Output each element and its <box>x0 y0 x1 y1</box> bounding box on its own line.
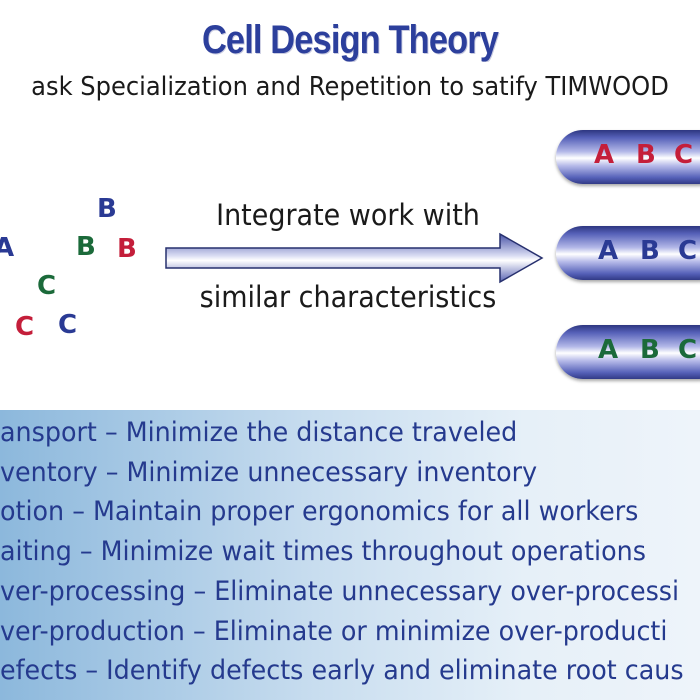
scattered-letter-b-2: B <box>76 232 96 262</box>
waste-item-over-processing: ver-processing – Eliminate unnecessary o… <box>0 576 680 607</box>
arrow-label-bottom: similar characteristics <box>199 280 497 314</box>
cell-1-letter-c: C <box>674 140 694 170</box>
cell-3-letter-b: B <box>640 335 660 365</box>
cell-3-letter-c: C <box>678 335 698 365</box>
scattered-letter-c-3: C <box>58 310 78 340</box>
waste-item-defects: efects – Identify defects early and elim… <box>0 655 684 686</box>
cell-pill-2: A B C <box>556 226 700 280</box>
cell-pill-1: A B C <box>556 130 700 184</box>
page-subtitle: ask Specialization and Repetition to sat… <box>31 72 669 102</box>
waste-item-transport: ansport – Minimize the distance traveled <box>0 417 518 448</box>
timwood-panel: ansport – Minimize the distance traveled… <box>0 410 700 700</box>
integrate-arrow <box>165 232 544 284</box>
waste-item-motion: otion – Maintain proper ergonomics for a… <box>0 496 639 527</box>
scattered-letter-c-1: C <box>37 271 57 301</box>
cell-3-letter-a: A <box>598 335 619 365</box>
cell-pill-3: A B C <box>556 325 700 379</box>
arrow-label-top: Integrate work with <box>216 198 480 232</box>
scattered-letter-a: A <box>0 233 15 263</box>
cell-2-letter-b: B <box>640 236 660 266</box>
cell-2-letter-c: C <box>678 236 698 266</box>
waste-item-over-production: ver-production – Eliminate or minimize o… <box>0 616 668 647</box>
page-title: Cell Design Theory <box>201 18 499 62</box>
waste-item-inventory: ventory – Minimize unnecessary inventory <box>0 457 538 488</box>
scattered-letter-b-1: B <box>97 194 117 224</box>
waste-item-waiting: aiting – Minimize wait times throughout … <box>0 536 646 567</box>
scattered-letter-b-3: B <box>117 234 137 264</box>
cell-2-letter-a: A <box>598 236 619 266</box>
scattered-letter-c-2: C <box>15 312 35 342</box>
cell-1-letter-b: B <box>636 140 656 170</box>
cell-1-letter-a: A <box>594 140 615 170</box>
